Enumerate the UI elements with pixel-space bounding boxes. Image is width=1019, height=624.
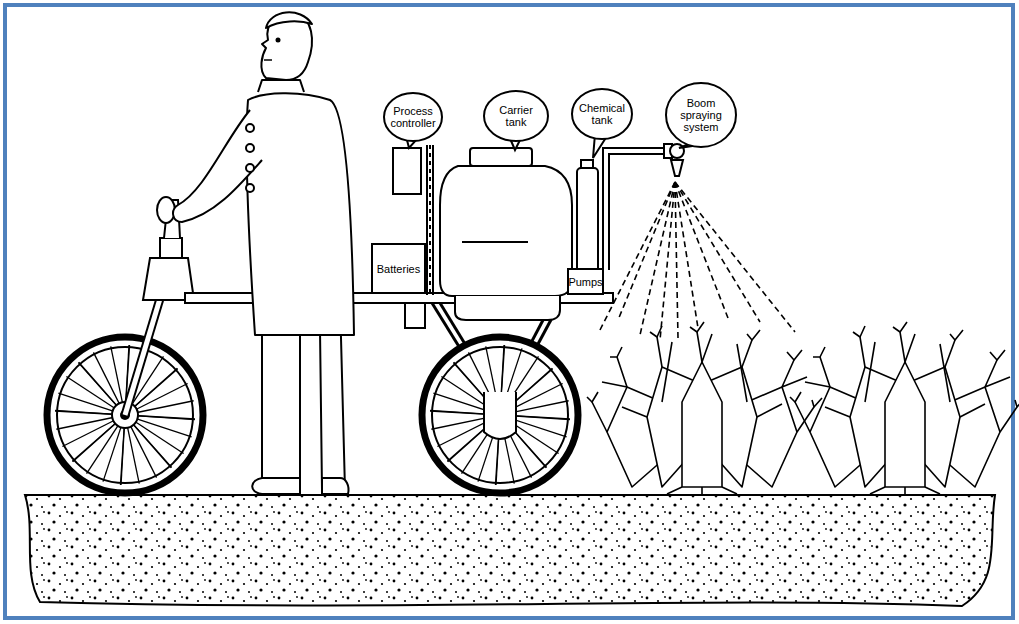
component-label: Pumps xyxy=(568,276,602,288)
callout-text: Boom spraying system xyxy=(670,97,732,133)
callout-text: Process controller xyxy=(388,105,438,129)
component-box: Batteries xyxy=(371,243,426,294)
component-box: Pumps xyxy=(567,268,604,295)
callout-bubble: Chemical tank xyxy=(571,88,633,140)
callout-text: Chemical tank xyxy=(576,102,628,126)
callout-bubble: Process controller xyxy=(383,92,443,142)
callout-bubble: Boom spraying system xyxy=(665,82,737,148)
callout-text: Carrier tank xyxy=(488,104,544,128)
component-label: Batteries xyxy=(377,263,420,275)
callout-bubble: Carrier tank xyxy=(483,90,549,142)
